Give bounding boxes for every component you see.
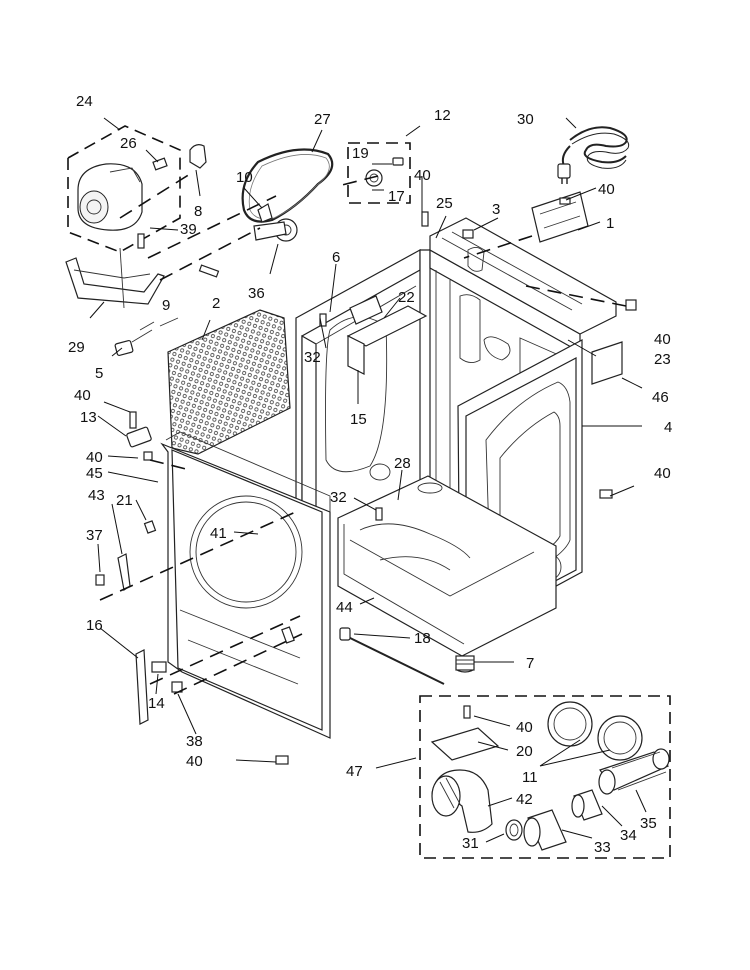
clip-21 [143,520,157,534]
callout-20: 20 [516,743,533,760]
callout-10: 10 [236,169,253,186]
leader-lines [89,117,647,843]
callout-21: 21 [116,492,133,509]
callout-15: 15 [350,411,367,428]
small-bracket-9 [198,264,220,278]
callout-23: 23 [654,351,671,368]
label-14 [151,661,167,673]
callout-30: 30 [517,111,534,128]
callout-28: 28 [394,455,411,472]
callout-46: 46 [652,389,669,406]
callout-11: 11 [522,769,538,786]
lint-screen [167,309,291,455]
hinge-plate-16 [135,649,149,725]
callout-16: 16 [86,617,103,634]
callout-18: 18 [414,630,431,647]
idler-arm [253,203,298,242]
callout-40-left-upper: 40 [74,387,91,404]
callout-2: 2 [212,295,220,312]
rod-18 [339,627,445,685]
front-panel [160,431,331,739]
callout-36: 36 [248,285,265,302]
callout-33: 33 [594,839,611,856]
callout-22: 22 [398,289,415,306]
callout-39: 39 [180,221,197,238]
callout-31: 31 [462,835,479,852]
cover-plate-46 [591,341,623,385]
callout-47: 47 [346,763,363,780]
exhaust-kit-group [419,695,671,859]
callout-35: 35 [640,815,657,832]
callout-5: 5 [95,365,103,382]
callout-29: 29 [68,339,85,356]
callout-34: 34 [620,827,637,844]
hinge-block-13 [126,426,152,448]
callout-32-lower: 32 [330,489,347,506]
callout-3: 3 [492,201,500,218]
callout-37: 37 [86,527,103,544]
power-cord [557,126,630,184]
callout-14: 14 [148,695,165,712]
callout-24: 24 [76,93,93,110]
callout-40-top: 40 [414,167,431,184]
callout-40-right-lower: 40 [654,465,671,482]
callout-32-upper: 32 [304,349,321,366]
callout-19: 19 [352,145,369,162]
control-bracket-1 [531,191,589,243]
callout-42: 42 [516,791,533,808]
callout-25: 25 [436,195,453,212]
callout-4: 4 [664,419,672,436]
callout-9: 9 [162,297,170,314]
callout-40-cord: 40 [598,181,615,198]
callout-6: 6 [332,249,340,266]
callout-27: 27 [314,111,331,128]
callout-8: 8 [194,203,202,220]
callout-40-left-mid: 40 [86,449,103,466]
cabinet [295,217,617,657]
drive-belt [241,148,334,223]
callout-17: 17 [388,188,405,205]
callout-26: 26 [120,135,137,152]
motor-assembly-group [65,125,207,357]
latch-43 [117,553,131,592]
screws [95,211,637,765]
leveling-foot [455,655,475,673]
callout-40-kit: 40 [516,719,533,736]
callout-44: 44 [336,599,353,616]
callout-labels: 24 26 8 39 29 5 10 9 36 27 12 19 17 40 3… [68,93,672,856]
assembly-lines [99,173,627,695]
callout-13: 13 [80,409,97,426]
callout-41: 41 [210,525,227,542]
callout-43: 43 [88,487,105,504]
callout-45: 45 [86,465,103,482]
callout-12: 12 [434,107,451,124]
callout-40-right-upper: 40 [654,331,671,348]
callout-7: 7 [526,655,534,672]
callout-38: 38 [186,733,203,750]
callout-40-bottom: 40 [186,753,203,770]
callout-1: 1 [606,215,614,232]
